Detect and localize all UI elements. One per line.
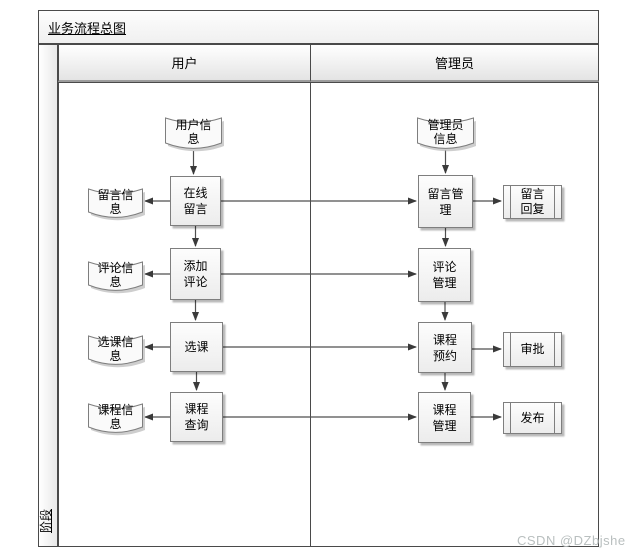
lane-user-label: 用户: [171, 56, 198, 71]
lane-header-admin: 管理员: [310, 44, 599, 82]
node-label: 留言 回复: [520, 187, 545, 216]
node-label: 课程 管理: [432, 402, 457, 433]
node-label: 选课信 息: [97, 334, 134, 363]
predefined-right-bar: [554, 186, 555, 218]
node-add-comment: 添加 评论: [170, 248, 221, 300]
node-comment-info: 评论信 息: [88, 258, 145, 294]
predefined-right-bar: [554, 333, 555, 366]
node-label: 管理员 信息: [427, 117, 464, 146]
node-label: 发布: [520, 410, 545, 425]
node-publish: 发布: [503, 402, 562, 434]
node-label: 用户信 息: [175, 117, 212, 146]
node-course-query: 课程 查询: [170, 392, 223, 442]
node-label: 审批: [520, 342, 545, 356]
node-select-course: 选课: [170, 322, 223, 372]
lane-body-admin: [310, 82, 599, 547]
node-label: 留言信 息: [97, 187, 134, 216]
node-label: 课程 预约: [432, 332, 457, 363]
tape-shape: [165, 117, 224, 152]
node-label: 课程 查询: [184, 402, 209, 432]
node-course-reservation: 课程 预约: [418, 322, 472, 373]
node-course-info: 课程信 息: [88, 400, 145, 436]
node-online-message: 在线 留言: [170, 176, 221, 226]
node-label: 在线 留言: [183, 186, 208, 216]
node-label: 课程信 息: [97, 402, 134, 431]
diagram-title-bar: 业务流程总图: [38, 10, 599, 44]
node-comment-management: 评论 管理: [418, 248, 471, 302]
node-label: 选课: [184, 340, 209, 354]
node-user-info: 用户信 息: [165, 114, 224, 152]
node-label: 评论信 息: [97, 260, 134, 289]
tape-shape: [88, 261, 145, 294]
node-admin-info: 管理员 信息: [417, 114, 476, 152]
predefined-left-bar: [510, 333, 511, 366]
lane-admin-label: 管理员: [434, 56, 474, 71]
node-message-reply: 留言 回复: [503, 185, 562, 219]
tape-shape: [88, 403, 145, 436]
diagram-title: 业务流程总图: [48, 20, 127, 36]
node-course-management: 课程 管理: [418, 392, 471, 443]
tape-shape: [417, 117, 476, 152]
node-course-selection-info: 选课信 息: [88, 332, 145, 368]
node-message-management: 留言管 理: [418, 175, 473, 228]
csdn-watermark: CSDN @DZbjshe: [517, 533, 626, 548]
predefined-left-bar: [510, 403, 511, 433]
node-label: 评论 管理: [432, 260, 457, 290]
tape-shape: [88, 335, 145, 368]
phase-strip: [38, 44, 58, 547]
node-approval: 审批: [503, 332, 562, 367]
predefined-right-bar: [554, 403, 555, 433]
node-label: 留言管 理: [427, 186, 464, 217]
predefined-left-bar: [510, 186, 511, 218]
node-message-info: 留言信 息: [88, 185, 145, 221]
tape-shape: [88, 188, 145, 221]
node-label: 添加 评论: [183, 259, 208, 289]
